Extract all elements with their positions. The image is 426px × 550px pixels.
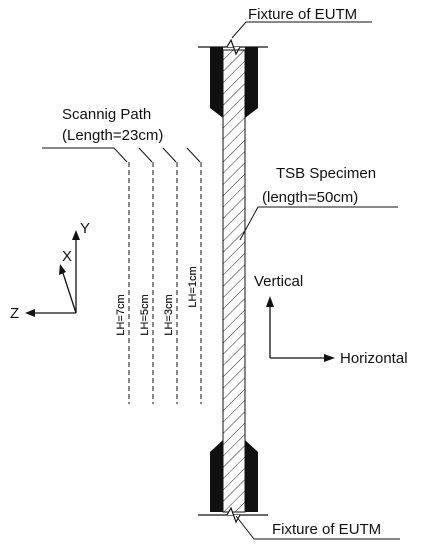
scanning-leader <box>42 147 128 163</box>
horizontal-arrowhead <box>324 354 335 362</box>
scan-label-lh1: LH=1cm <box>187 266 199 307</box>
scanning-path-label: Scannig Path <box>62 106 151 123</box>
scan-label-lh3-fg: LH=3cm <box>163 294 175 335</box>
scan-label-lh7-fg: LH=7cm <box>115 294 127 335</box>
vertical-arrowhead <box>266 296 274 307</box>
scan-connector-1 <box>138 147 153 163</box>
scan-label-lh3: LH=3cm <box>163 294 175 335</box>
scanning-length-label: (Length=23cm) <box>62 127 163 144</box>
specimen-leader <box>239 206 398 241</box>
axis-x-arrowhead <box>59 264 66 275</box>
clamp-bottom-right <box>245 440 258 512</box>
axis-z-label: Z <box>10 305 19 322</box>
axis-x-line <box>61 269 77 314</box>
scan-connector-3 <box>186 147 201 163</box>
axis-y-label: Y <box>80 220 90 237</box>
scan-label-lh5: LH=5cm <box>139 294 151 335</box>
clamp-bottom-left <box>210 440 223 512</box>
horizontal-label: Horizontal <box>340 350 408 367</box>
fixture-bottom-leader <box>235 515 400 540</box>
fixture-top-label: Fixture of EUTM <box>248 6 357 23</box>
axis-x-label: X <box>62 248 72 265</box>
axis-y-arrowhead <box>72 230 80 240</box>
scan-label-lh1-fg: LH=1cm <box>187 266 199 307</box>
specimen-body <box>222 49 246 513</box>
coordinate-axes: Y X Z <box>10 220 90 322</box>
scan-connector-2 <box>162 147 177 163</box>
specimen-label: TSB Specimen <box>276 165 376 182</box>
clamp-top-left <box>210 47 223 118</box>
direction-arrows: Vertical Horizontal <box>254 273 408 367</box>
axis-z-arrowhead <box>25 309 35 317</box>
fixture-top-leader <box>231 21 372 39</box>
vertical-label: Vertical <box>254 273 303 290</box>
scan-label-lh7: LH=7cm <box>115 294 127 335</box>
fixture-bottom-label: Fixture of EUTM <box>272 521 381 538</box>
specimen-length-label: (length=50cm) <box>262 189 358 206</box>
scan-label-lh5-fg: LH=5cm <box>139 294 151 335</box>
clamp-top-right <box>245 47 258 118</box>
